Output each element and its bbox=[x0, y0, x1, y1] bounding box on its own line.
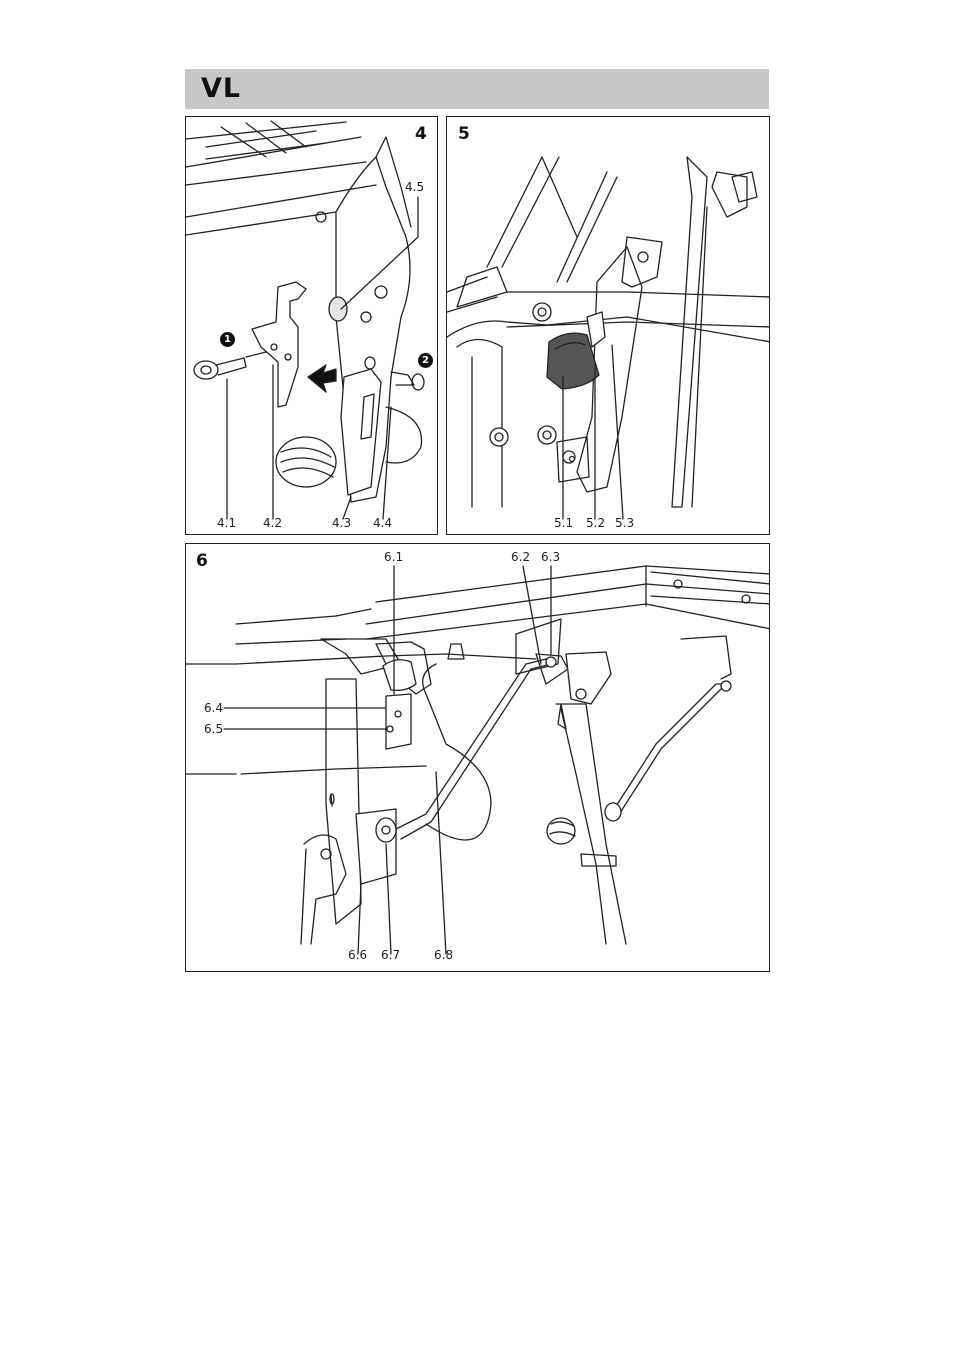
figure-4-number: 4 bbox=[415, 124, 427, 144]
label-6-5: 6.5 bbox=[204, 722, 224, 736]
label-4-3: 4.3 bbox=[332, 516, 352, 530]
label-6-6: 6.6 bbox=[348, 948, 368, 962]
figure-4-illustration bbox=[186, 120, 425, 520]
figure-5-number: 5 bbox=[458, 124, 470, 144]
label-5-1: 5.1 bbox=[554, 516, 574, 530]
label-4-4: 4.4 bbox=[373, 516, 393, 530]
label-6-2: 6.2 bbox=[511, 550, 531, 564]
label-5-3: 5.3 bbox=[615, 516, 635, 530]
label-4-1: 4.1 bbox=[217, 516, 237, 530]
label-6-3: 6.3 bbox=[541, 550, 561, 564]
figure-5-panel: 5 5.1 5.2 5.3 bbox=[446, 116, 770, 535]
figure-4-panel: 4 1 2 4.5 4.1 4.2 4.3 4.4 bbox=[185, 116, 438, 535]
label-4-2: 4.2 bbox=[263, 516, 283, 530]
figure-6-panel: 6 6.1 6.2 6.3 6.4 6.5 6.6 6.7 6.8 bbox=[185, 543, 770, 972]
section-header: VL bbox=[185, 69, 769, 109]
label-6-1: 6.1 bbox=[384, 550, 404, 564]
figure-6-illustration bbox=[186, 565, 769, 955]
step-2-badge: 2 bbox=[418, 353, 433, 368]
label-6-8: 6.8 bbox=[434, 948, 454, 962]
label-6-7: 6.7 bbox=[381, 948, 401, 962]
figure-5-illustration bbox=[447, 156, 769, 520]
label-4-5: 4.5 bbox=[405, 180, 425, 194]
figure-6-number: 6 bbox=[196, 551, 208, 571]
section-title: VL bbox=[201, 73, 242, 104]
label-5-2: 5.2 bbox=[586, 516, 606, 530]
step-1-badge: 1 bbox=[220, 332, 235, 347]
label-6-4: 6.4 bbox=[204, 701, 224, 715]
